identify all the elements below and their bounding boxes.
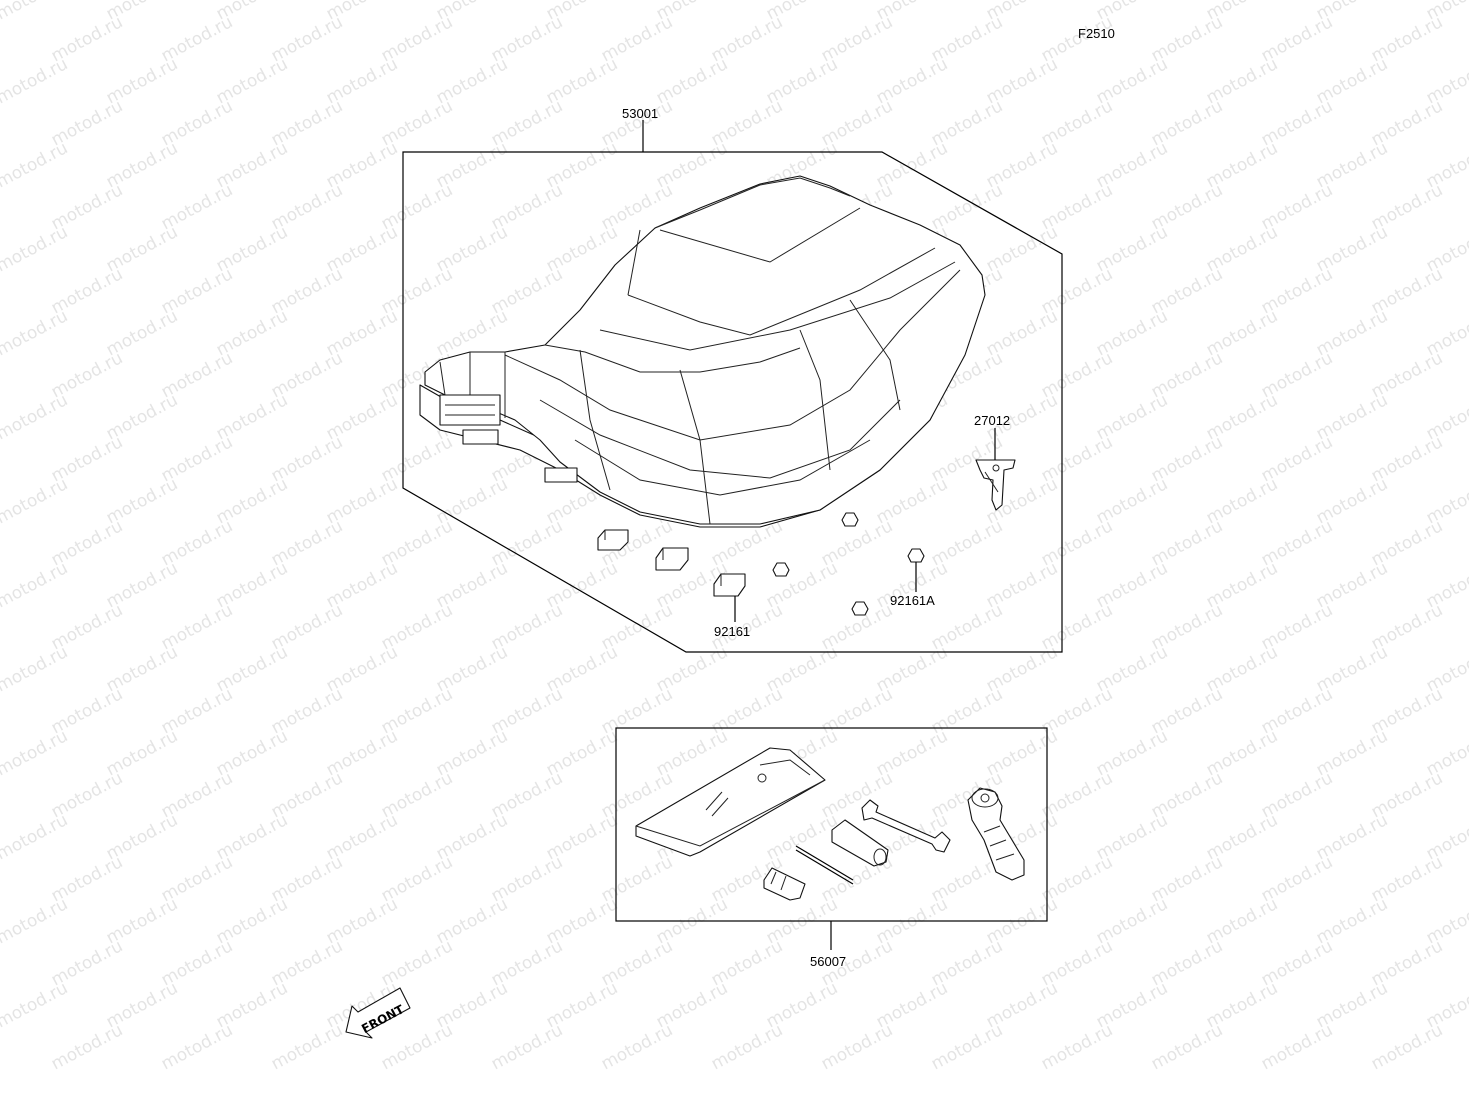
watermark-text: motod.ru [488,1020,566,1074]
watermark-text: motod.ru [0,306,71,360]
watermark-text: motod.ru [0,558,71,612]
seat-bracket-2 [544,467,578,483]
label-92161A[interactable]: 92161A [890,593,935,608]
watermark-text: motod.ru [0,642,71,696]
watermark-text: motod.ru [0,54,71,108]
watermark-layer: motod.ru motod.ru motod.ru motod.ru motod.ru… [0,0,1469,1074]
label-92161[interactable]: 92161 [714,624,750,639]
watermark-text: motod.ru [0,138,71,192]
label-56007[interactable]: 56007 [810,954,846,969]
seat-group-frame [402,151,1063,653]
tool-kit-group: 56007 [615,727,1048,969]
tool-pouch [635,747,826,857]
watermark-text: motod.ru [928,1020,1006,1074]
seat-drawing[interactable] [419,175,986,528]
watermark-text: motod.ru [378,1020,456,1074]
label-53001[interactable]: 53001 [622,106,658,121]
watermark-text: motod.ru [708,1020,786,1074]
seat-latch [439,394,501,426]
watermark-text: motod.ru [0,810,71,864]
hook-27012[interactable] [975,459,1016,511]
watermark-text: motod.ru [0,222,71,276]
watermark-text: motod.ru [0,978,71,1032]
watermark-text: motod.ru [0,0,71,24]
watermark-text: motod.ru [0,390,71,444]
watermark-text: motod.ru [818,1020,896,1074]
watermark-text: motod.ru [158,1020,236,1074]
tool-kit-drawing[interactable] [635,747,1025,901]
watermark-text: motod.ru [1148,1020,1226,1074]
dampers-92161A[interactable] [772,512,925,616]
label-27012[interactable]: 27012 [974,413,1010,428]
grip-tool [967,787,1025,881]
watermark-text: motod.ru [1258,1020,1336,1074]
watermark-text: motod.ru [0,726,71,780]
wrench [861,799,951,853]
watermark-text: motod.ru [598,1020,676,1074]
watermark-text: motod.ru [48,1020,126,1074]
seat-cushion [424,175,986,525]
watermark-text: motod.ru [0,894,71,948]
seat-assembly-group: 53001 [402,106,1063,653]
screwdriver-shaft [795,849,854,885]
watermark-text: motod.ru [1368,1020,1446,1074]
watermark-text: motod.ru [0,474,71,528]
screwdriver-handle [763,867,806,901]
dampers-92161[interactable] [597,529,746,597]
front-arrow-shape [345,987,411,1039]
watermark-text: motod.ru [1038,1020,1116,1074]
figure-code: F2510 [1078,26,1115,41]
watermark-text: motod.ru [268,1020,346,1074]
seat-bracket-1 [462,429,499,445]
